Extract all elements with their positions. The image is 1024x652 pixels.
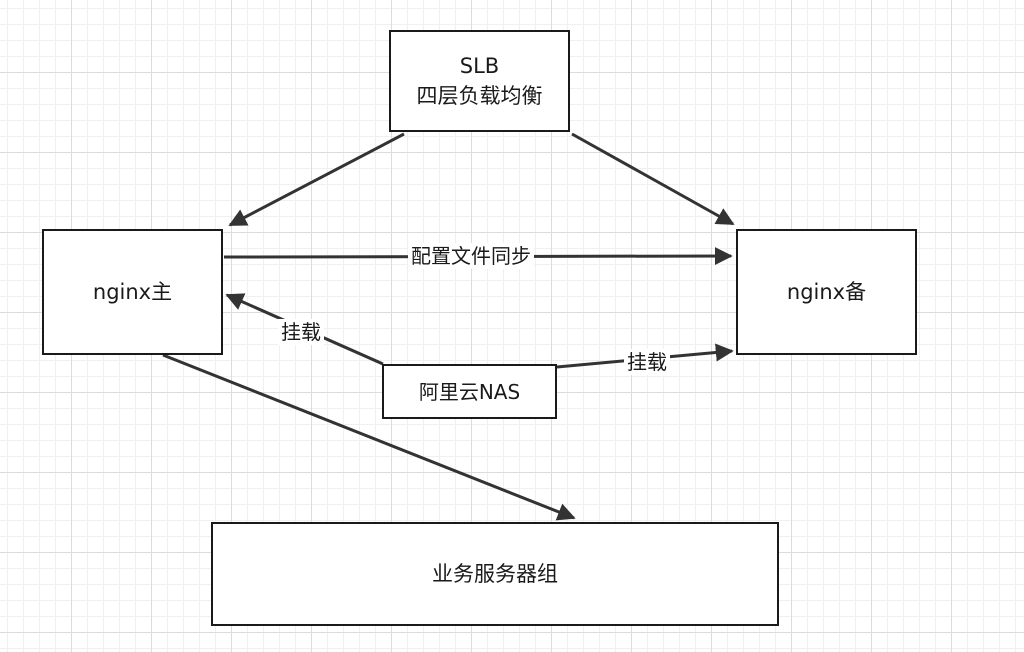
nginx-primary-node: nginx主 [42, 229, 223, 355]
nas-label: 阿里云NAS [418, 379, 521, 404]
slb-node: SLB 四层负载均衡 [389, 30, 570, 132]
config-sync-label: 配置文件同步 [408, 243, 534, 269]
server-group-node: 业务服务器组 [211, 522, 779, 626]
edge-slb-to-primary [228, 132, 405, 227]
nginx-primary-label: nginx主 [92, 280, 173, 304]
nas-node: 阿里云NAS [382, 364, 557, 419]
slb-subtitle: 四层负载均衡 [416, 84, 543, 108]
mount-primary-label: 挂载 [278, 319, 324, 345]
nginx-backup-node: nginx备 [736, 229, 917, 355]
edge-slb-to-backup [571, 132, 735, 226]
mount-backup-label: 挂载 [624, 349, 670, 375]
slb-title: SLB [459, 54, 500, 78]
nginx-backup-label: nginx备 [786, 280, 867, 304]
edge-primary-to-servers [162, 353, 576, 521]
server-group-label: 业务服务器组 [432, 562, 558, 586]
